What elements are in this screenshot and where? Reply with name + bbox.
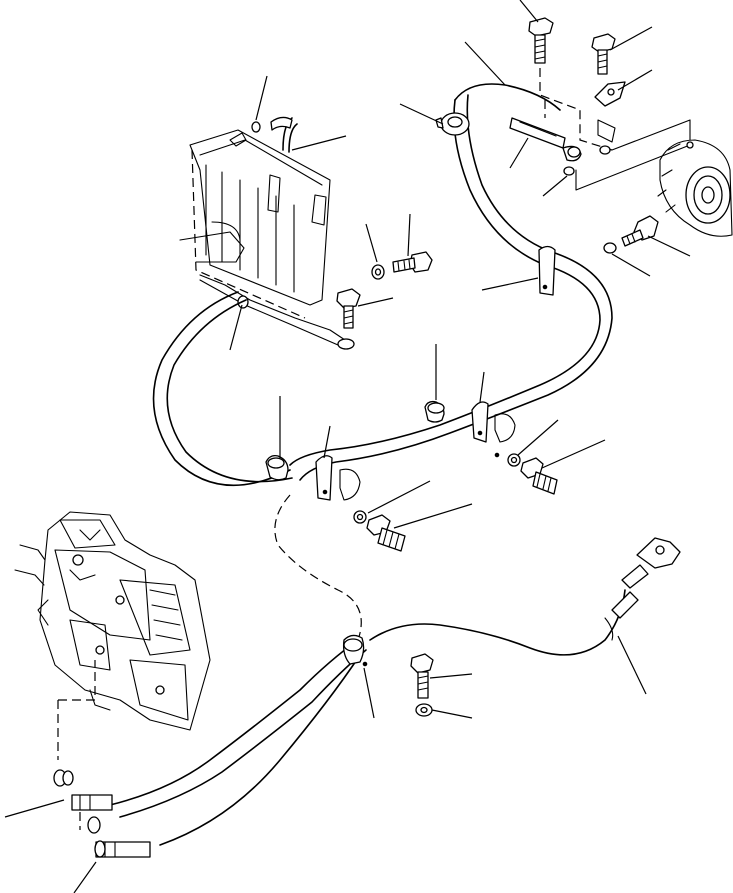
condenser-top-fitting xyxy=(251,116,298,153)
condenser-unit xyxy=(179,129,355,350)
leader-line xyxy=(393,503,473,529)
leader-line xyxy=(229,304,243,351)
condenser-mount-bolt-1 xyxy=(392,251,433,273)
hose-end-fitting-right xyxy=(604,537,681,641)
leader-line xyxy=(407,213,411,257)
clamp-bolt-left xyxy=(366,514,406,552)
leader-line xyxy=(617,69,653,91)
hose-clamp-upper xyxy=(538,245,556,296)
condenser-mount-bolt-2 xyxy=(336,288,361,329)
bolt-lower xyxy=(410,653,434,717)
leader-line xyxy=(509,137,529,169)
clamp-assembly-right xyxy=(424,400,521,467)
leader-line xyxy=(519,0,539,23)
clamp-assembly-left xyxy=(265,454,367,524)
compressor-bracket-outline xyxy=(539,68,691,191)
leader-line xyxy=(517,419,559,456)
leader-line xyxy=(323,425,331,459)
mount-bracket xyxy=(594,81,626,107)
leader-line xyxy=(429,673,473,679)
leader-line xyxy=(73,861,97,893)
leader-line xyxy=(542,175,568,197)
leader-line xyxy=(479,371,485,403)
leader-line xyxy=(367,480,431,514)
lower-left-fittings xyxy=(53,660,151,858)
clamp-lower xyxy=(342,634,368,667)
condenser-mount-washer xyxy=(371,264,385,280)
ac-compressor xyxy=(657,139,733,237)
leader-line xyxy=(365,223,378,263)
leader-line xyxy=(617,635,647,695)
engine-block xyxy=(14,511,211,731)
leader-line xyxy=(4,799,65,818)
leader-line xyxy=(255,75,268,121)
bolt-top-2 xyxy=(591,33,616,75)
leader-line xyxy=(291,135,347,151)
leader-line xyxy=(357,297,394,307)
leader-line xyxy=(541,439,606,469)
leader-line xyxy=(431,709,473,719)
leader-line xyxy=(611,253,651,277)
refrigerant-hose-lower xyxy=(109,494,626,846)
bolt-top-1 xyxy=(528,17,554,64)
compressor-bolt xyxy=(603,215,659,254)
leader-line xyxy=(609,26,653,51)
receiver-drier xyxy=(435,112,470,136)
leader-line xyxy=(399,103,444,125)
callout-leaders xyxy=(4,0,691,893)
clamp-bolt-right xyxy=(520,457,558,495)
leader-line xyxy=(363,667,375,719)
leader-line xyxy=(464,41,506,86)
leader-line xyxy=(481,277,539,291)
leader-line xyxy=(647,235,691,257)
o-ring-compressor xyxy=(563,146,581,176)
